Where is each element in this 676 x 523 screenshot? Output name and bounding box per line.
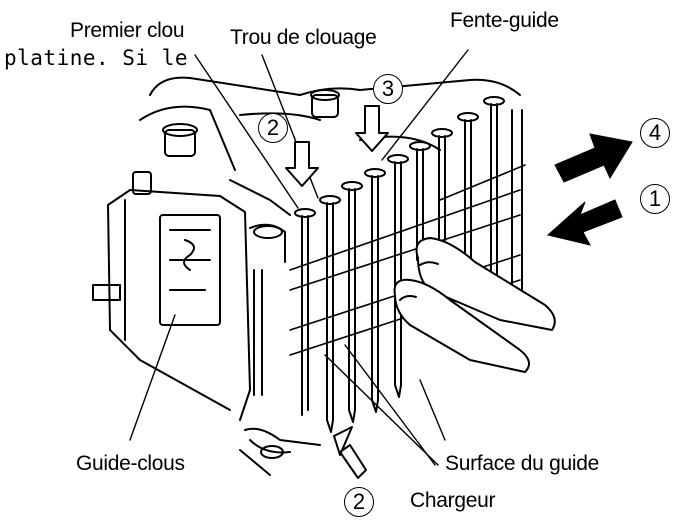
label-premier-clou: Premier clou (70, 19, 185, 42)
step-number-1: 1 (640, 184, 670, 214)
nail (483, 96, 505, 283)
label-fente-guide: Fente-guide (450, 9, 559, 32)
label-surface-du-guide: Surface du guide (445, 452, 599, 475)
nail (341, 181, 363, 423)
fingers (393, 237, 556, 373)
step-number-2-top: 2 (258, 113, 288, 143)
arrow-out-icon (554, 133, 633, 183)
arrow-up-icon (333, 426, 367, 479)
push-arrows (285, 105, 389, 479)
stray-text: platine. Si le (4, 46, 189, 70)
nail (319, 195, 341, 433)
nail-guide-housing (92, 171, 321, 476)
step-number-2-bottom: 2 (344, 487, 374, 517)
step-number-4: 4 (640, 118, 670, 148)
direction-arrows (546, 133, 633, 246)
nail (294, 208, 316, 416)
arrow-down-icon (355, 105, 389, 152)
nail-strip (294, 96, 523, 433)
nail (457, 112, 479, 261)
label-chargeur: Chargeur (410, 489, 496, 512)
step-number-3: 3 (373, 74, 403, 104)
guide-slots (289, 164, 526, 356)
nail (364, 168, 386, 413)
nail (431, 128, 453, 246)
nail (409, 141, 431, 261)
arrow-down-icon (285, 141, 319, 187)
nail (387, 154, 409, 398)
label-guide-clous: Guide-clous (76, 452, 185, 475)
arrow-in-icon (546, 199, 623, 246)
leader-lines (129, 49, 469, 466)
label-trou-de-clouage: Trou de clouage (230, 26, 377, 49)
